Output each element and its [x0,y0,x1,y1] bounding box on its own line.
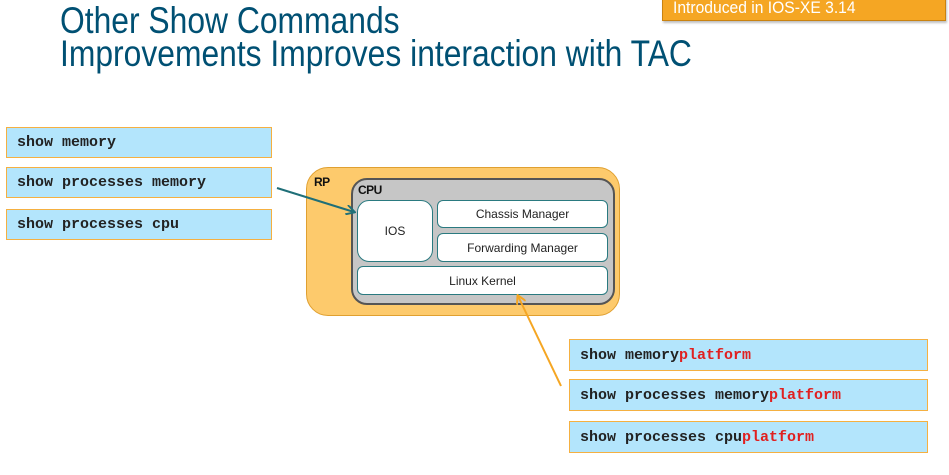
command-text: show processes memory [580,386,770,404]
rp-label: RP [314,175,330,189]
forwarding-manager-component: Forwarding Manager [437,233,608,262]
page-title: Other Show Commands [60,0,400,41]
command-text: show processes cpu [17,216,180,233]
platform-keyword: platform [742,428,815,446]
platform-keyword: platform [679,346,752,364]
chassis-manager-component: Chassis Manager [437,200,608,228]
version-badge-text: Introduced in IOS-XE 3.14 [673,0,856,17]
command-show-processes-cpu-platform: show processes cpu platform [569,421,928,453]
cpu-label: CPU [358,183,382,197]
command-text: show processes cpu [580,428,743,446]
chassis-manager-label: Chassis Manager [475,207,570,221]
ios-label: IOS [384,224,406,238]
command-text: show memory [17,134,117,151]
linux-kernel-component: Linux Kernel [357,266,608,295]
linux-kernel-label: Linux Kernel [449,273,516,288]
page-subtitle: Improvements Improves interaction with T… [60,33,692,74]
command-show-processes-memory-platform: show processes memory platform [569,379,928,411]
command-show-memory: show memory [6,127,272,158]
version-badge: Introduced in IOS-XE 3.14 [662,0,946,21]
command-text: show processes memory [17,174,207,191]
forwarding-manager-label: Forwarding Manager [467,240,578,255]
command-text: show memory [580,346,680,364]
ios-component: IOS [357,200,433,262]
command-show-processes-memory: show processes memory [6,167,272,198]
command-show-processes-cpu: show processes cpu [6,209,272,240]
platform-keyword: platform [769,386,842,404]
command-show-memory-platform: show memory platform [569,339,928,371]
